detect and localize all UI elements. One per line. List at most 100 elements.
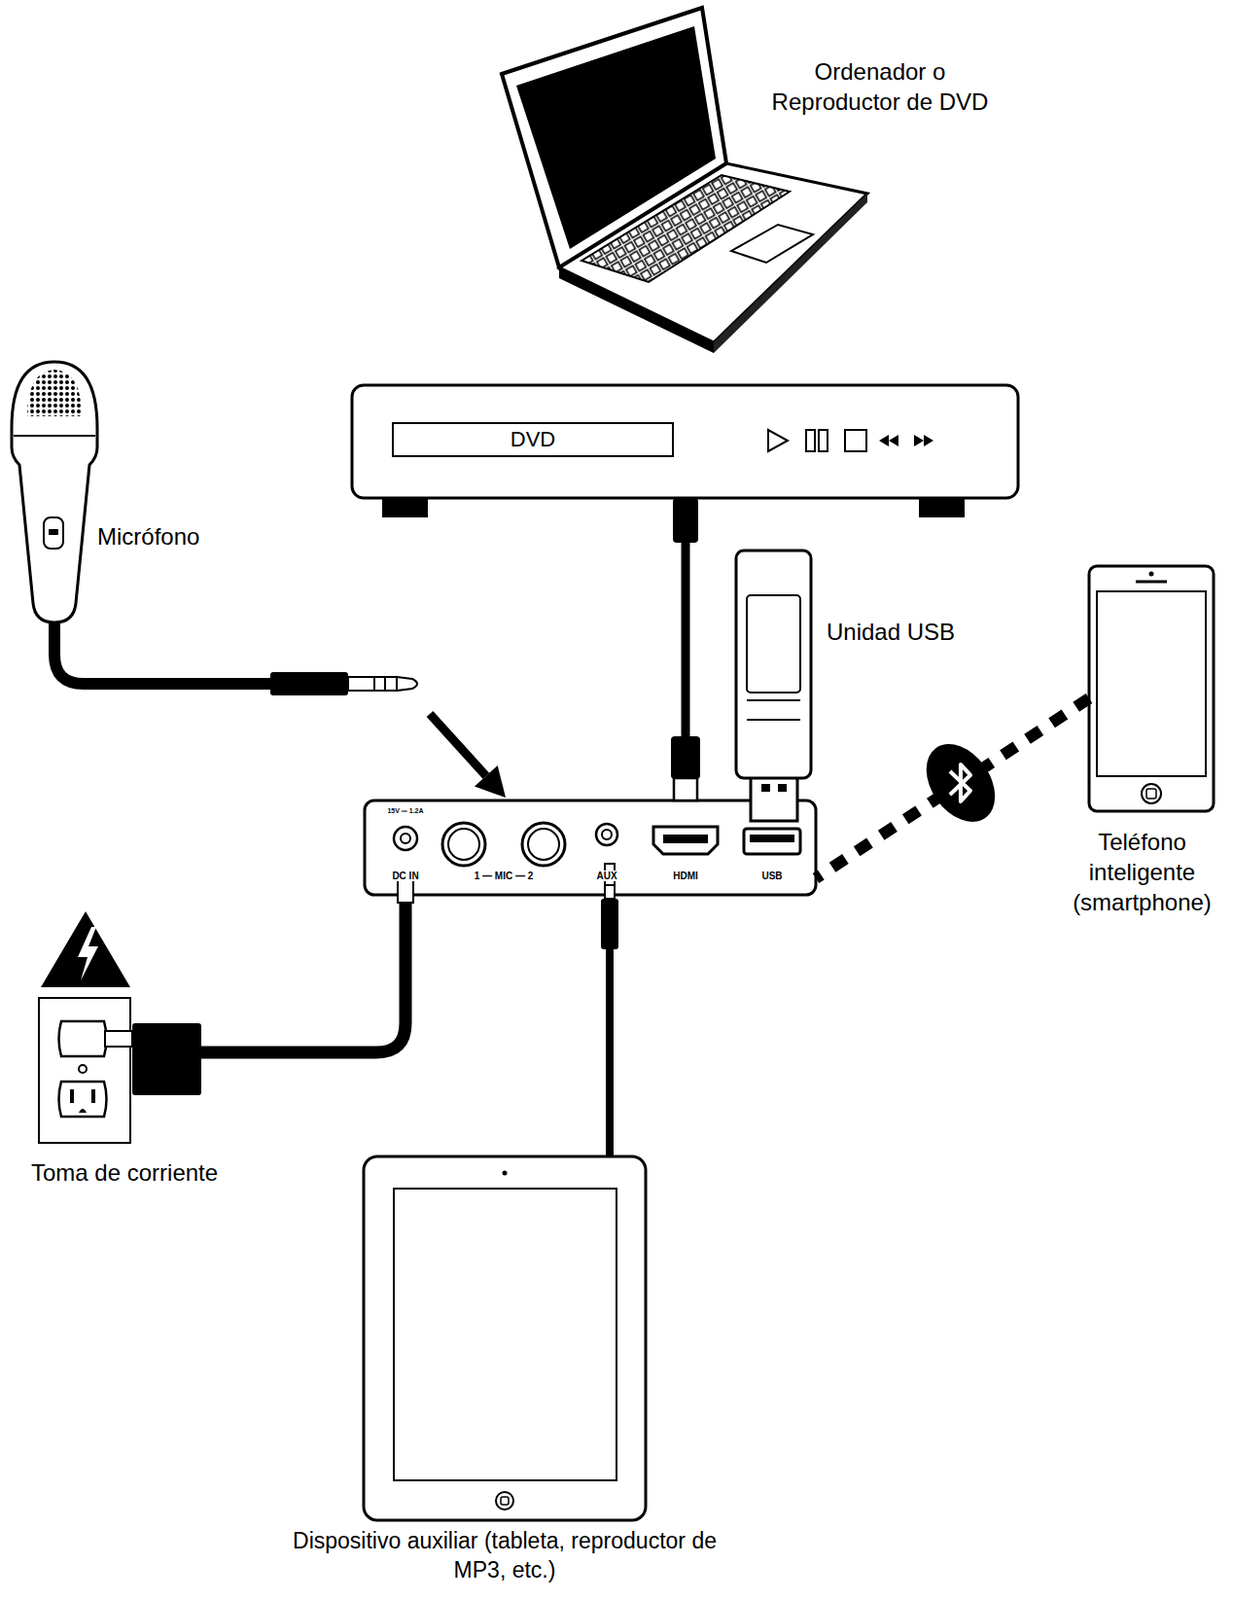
outlet-drawing — [78, 1108, 87, 1113]
cable-connector — [815, 698, 1090, 879]
power-adapter — [132, 1022, 202, 1095]
dvd-player: DVD — [352, 385, 1019, 498]
smartphone-drawing — [1146, 788, 1157, 799]
smartphone-drawing — [1135, 580, 1167, 584]
arrow-line — [429, 713, 487, 776]
port-label: HDMI — [670, 870, 701, 881]
microphone-drawing — [13, 434, 96, 437]
usb-drive-drawing — [746, 718, 801, 721]
dvd-player-drawing — [768, 429, 788, 452]
karaoke-panel-drawing — [528, 828, 560, 860]
device-label: Teléfono inteligente (smartphone) — [1056, 826, 1228, 918]
tablet-drawing — [393, 1188, 617, 1480]
connector-part — [384, 676, 387, 691]
device-label: Unidad USB — [826, 616, 955, 647]
dvd-player-drawing — [352, 385, 1019, 498]
dvd-player-drawing — [879, 434, 889, 447]
laptop-drawing — [731, 224, 813, 263]
cable-connector — [105, 873, 414, 1095]
karaoke-panel-drawing — [400, 833, 411, 844]
microphone-drawing — [43, 517, 64, 549]
karaoke-panel-drawing — [653, 826, 718, 854]
smartphone-drawing — [1141, 783, 1162, 804]
outlet-drawing — [59, 1021, 107, 1057]
outlet-drawing — [38, 997, 131, 1143]
microphone-drawing — [11, 361, 98, 623]
aux-cable — [605, 943, 614, 1157]
outlet-drawing — [77, 926, 99, 981]
usb-drive-drawing — [761, 783, 771, 792]
outlet-drawing — [78, 1064, 87, 1073]
outlet-drawing — [40, 911, 131, 987]
microphone-drawing — [48, 528, 59, 535]
karaoke-panel-drawing — [749, 834, 795, 843]
power-cable — [201, 900, 406, 1053]
dvd-player-drawing — [914, 434, 924, 447]
device-label: Toma de corriente — [31, 1157, 218, 1188]
laptop-drawing — [559, 267, 714, 353]
jack-plug — [270, 671, 349, 696]
dvd-player-drawing — [818, 429, 828, 452]
arrow-head — [474, 765, 506, 798]
port-label: 15V ⎓ 1.2A — [385, 807, 425, 815]
device-label: DVD — [510, 425, 556, 455]
smartphone-drawing — [1089, 565, 1214, 811]
karaoke-panel-drawing — [364, 800, 816, 895]
adapter-prong — [105, 1030, 133, 1047]
karaoke-panel-drawing — [448, 828, 480, 860]
karaoke-panel-drawing — [601, 829, 612, 840]
bluetooth-icon — [912, 731, 1010, 836]
smartphone: Teléfono inteligente (smartphone) — [1089, 565, 1214, 811]
connector-part — [396, 676, 418, 691]
connector-part — [373, 676, 376, 691]
device-label: Dispositivo auxiliar (tableta, reproduct… — [290, 1526, 719, 1586]
connector-part — [672, 497, 699, 543]
usb-drive-drawing — [750, 774, 798, 821]
smartphone-drawing — [1089, 565, 1214, 811]
dvd-player-drawing — [923, 434, 934, 447]
tablet-drawing — [363, 1156, 646, 1520]
dvd-player-drawing — [845, 429, 867, 452]
aux-plug — [604, 863, 615, 899]
outlet-drawing — [59, 1081, 107, 1117]
microphone-drawing — [27, 369, 82, 417]
karaoke-panel: 15V ⎓ 1.2ADC IN1 — MIC — 2AUXHDMIUSB — [364, 800, 816, 895]
laptop-drawing — [501, 7, 868, 353]
karaoke-panel-drawing — [663, 834, 708, 844]
connector-part — [670, 736, 701, 779]
bluetooth-link — [815, 698, 1090, 879]
karaoke-panel-drawing — [522, 822, 565, 866]
outlet-drawing — [38, 911, 131, 1143]
mic-cable — [54, 622, 275, 684]
dvd-player-drawing — [806, 429, 815, 452]
dvd-player-drawing — [888, 434, 899, 447]
aux-plug — [600, 898, 619, 950]
outlet-drawing — [70, 1089, 74, 1103]
bluetooth-icon — [950, 764, 971, 802]
smartphone-drawing — [1149, 571, 1155, 577]
outlet-drawing — [91, 1089, 96, 1103]
tablet-drawing — [495, 1491, 514, 1510]
connector-part — [604, 883, 615, 886]
karaoke-panel-drawing — [596, 823, 618, 846]
karaoke-panel-drawing — [442, 822, 486, 866]
device-label: Ordenador o Reproductor de DVD — [748, 56, 1012, 117]
jack-plug — [348, 676, 397, 691]
tablet-drawing — [502, 1170, 508, 1176]
cable-connector — [54, 622, 506, 798]
connector-part — [673, 777, 698, 801]
tablet: Dispositivo auxiliar (tableta, reproduct… — [363, 1156, 646, 1520]
tablet-drawing — [500, 1496, 509, 1505]
port-label: 1 — MIC — 2 — [472, 870, 536, 881]
karaoke-panel-drawing — [743, 828, 801, 854]
device-label: Micrófono — [97, 521, 200, 552]
dvd-player-drawing — [352, 385, 1019, 518]
usb-drive-drawing — [777, 783, 787, 792]
power-outlet: Toma de corriente — [38, 997, 131, 1143]
karaoke-panel-drawing — [364, 800, 816, 895]
usb-drive-drawing — [746, 595, 801, 693]
laptop-drawing — [581, 175, 790, 282]
dvd-player-drawing — [392, 422, 673, 457]
